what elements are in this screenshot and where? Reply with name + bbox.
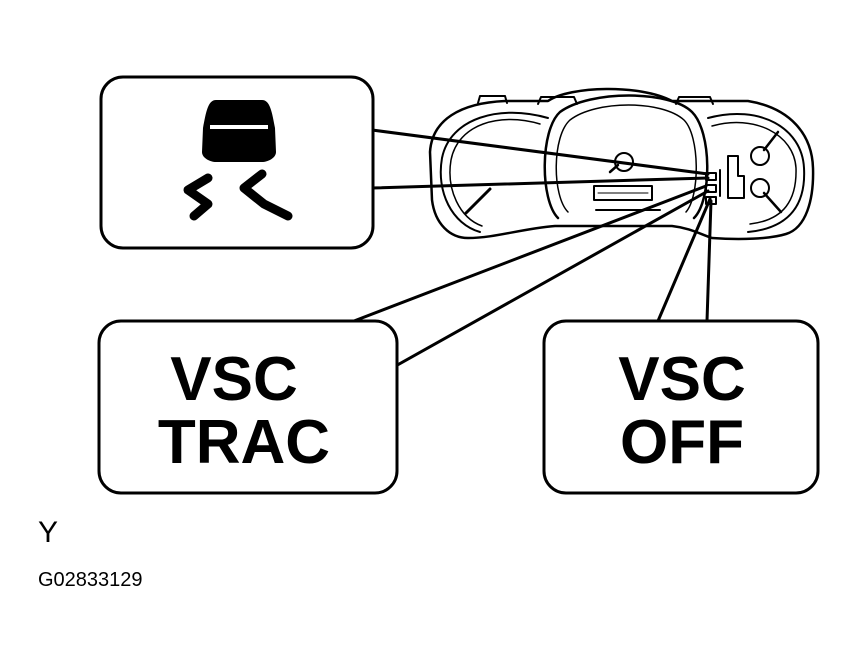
vsc-off-label-line2: OFF: [620, 408, 744, 477]
leader-slip-top: [370, 128, 710, 176]
vsc-trac-label-line2: TRAC: [158, 408, 330, 477]
indicator-lamp-block: [705, 155, 745, 205]
slip-indicator-box: [99, 75, 375, 250]
indicator-lamp-1: [705, 172, 717, 181]
leader-slip-bottom: [370, 176, 710, 190]
fuel-gauge-needle: [762, 130, 780, 152]
leader-vsc-off-right: [705, 199, 713, 323]
temp-gauge-hub: [750, 178, 770, 198]
vsc-off-callout: VSC OFF: [542, 319, 820, 495]
vsc-trac-label-line1: VSC: [170, 345, 297, 414]
right-gauge: [707, 113, 806, 233]
figure-code: G02833129: [38, 569, 143, 591]
leader-vsc-off-left: [656, 197, 712, 323]
temp-gauge-needle: [762, 191, 783, 214]
slip-indicator-callout: [99, 75, 375, 250]
left-gauge: [439, 111, 549, 233]
center-gauge: [543, 94, 709, 220]
indicator-lamp-2: [705, 184, 717, 193]
vsc-trac-callout: VSC TRAC: [97, 319, 399, 495]
leader-lines: [352, 128, 713, 379]
leader-vsc-trac-upper: [352, 184, 708, 323]
instrument-cluster: [428, 87, 815, 241]
center-gauge-needle: [608, 163, 620, 174]
vsc-off-label-line1: VSC: [618, 345, 745, 414]
skid-car-icon: [183, 100, 293, 221]
odometer-window: [593, 185, 653, 201]
left-gauge-needle: [464, 187, 492, 215]
fuel-gauge-hub: [750, 146, 770, 166]
vsc-trac-box: [97, 319, 399, 495]
vsc-off-box: [542, 319, 820, 495]
view-letter: Y: [38, 516, 58, 549]
leader-vsc-trac-lower: [374, 189, 710, 379]
cluster-housing: [428, 87, 815, 241]
cluster-tab-left: [477, 95, 508, 104]
